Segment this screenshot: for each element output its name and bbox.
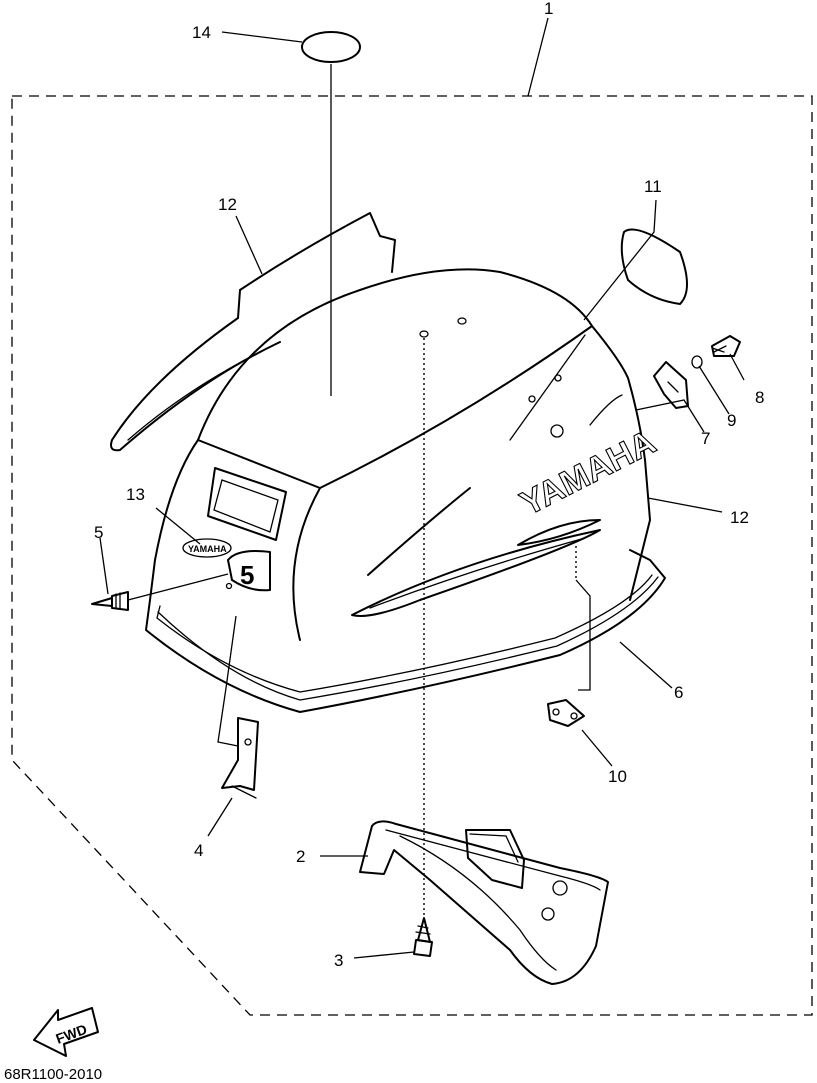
part-5-screw — [91, 591, 129, 611]
leader-lines — [99, 17, 745, 959]
callout-14: 14 — [192, 23, 211, 42]
assembly-boundary — [11, 95, 813, 1016]
callout-2: 2 — [296, 847, 305, 866]
part-7-bracket — [653, 361, 689, 409]
part-4-clip — [221, 717, 259, 799]
top-cowling — [149, 268, 651, 641]
part-13-badge: YAMAHA — [182, 538, 232, 558]
part-3-screw — [413, 917, 433, 957]
callout-9: 9 — [727, 411, 736, 430]
callout-3: 3 — [334, 951, 343, 970]
part-6-seal — [145, 549, 666, 713]
callout-12-right: 12 — [730, 508, 749, 527]
part-12-decal-upper — [110, 212, 396, 452]
callout-4: 4 — [194, 841, 203, 860]
part-8-bolt — [711, 335, 741, 357]
part-10-grommet — [547, 699, 585, 727]
diagram-part-number: 68R1100-2010 — [4, 1066, 103, 1083]
callout-12-top: 12 — [218, 195, 237, 214]
callout-numbers: 1 14 12 11 8 9 7 12 13 5 6 10 4 2 3 — [94, 0, 764, 970]
decal-brand-text: YAMAHA — [514, 423, 661, 523]
badge-brand-text: YAMAHA — [188, 544, 227, 554]
callout-6: 6 — [674, 683, 683, 702]
fwd-direction-arrow: FWD — [33, 1007, 99, 1057]
callout-10: 10 — [608, 767, 627, 786]
part-9-washer — [691, 355, 703, 369]
callout-13: 13 — [126, 485, 145, 504]
model-emblem: 5 — [225, 550, 271, 592]
callout-8: 8 — [755, 388, 764, 407]
callout-7: 7 — [701, 429, 710, 448]
part-14-ring — [301, 31, 361, 63]
yamaha-side-decal: YAMAHA — [514, 422, 663, 523]
model-number-text: 5 — [240, 560, 254, 590]
part-11-plate — [620, 228, 688, 305]
part-2-bottom-pan — [359, 820, 609, 985]
callout-5: 5 — [94, 523, 103, 542]
fwd-label: FWD — [54, 1021, 89, 1047]
callout-11: 11 — [644, 177, 662, 196]
callout-1: 1 — [544, 0, 553, 18]
